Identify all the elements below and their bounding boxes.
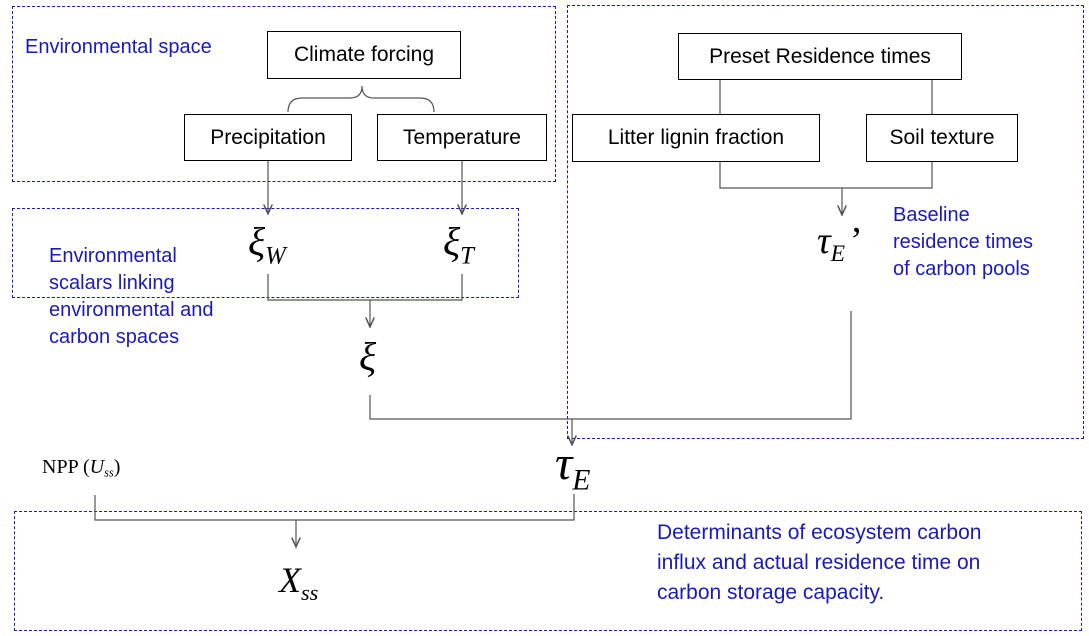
preset-residence-box: Preset Residence times bbox=[678, 33, 962, 80]
baseline-region bbox=[567, 5, 1084, 439]
xi-w-symbol: ξW bbox=[248, 219, 286, 270]
x-ss-symbol: Xss bbox=[279, 560, 319, 605]
temperature-box: Temperature bbox=[377, 114, 547, 161]
tau-e-symbol: τE bbox=[555, 437, 591, 497]
environmental-space-label: Environmental space bbox=[25, 36, 212, 58]
soil-texture-box: Soil texture bbox=[866, 114, 1018, 162]
scalars-label: Environmental scalars linking environmen… bbox=[49, 245, 214, 348]
xi-t-symbol: ξT bbox=[443, 219, 474, 270]
npp-symbol: NPP (Uss) bbox=[42, 456, 121, 480]
litter-lignin-box: Litter lignin fraction bbox=[572, 114, 820, 162]
tau-e-prime-symbol: τE’ bbox=[817, 220, 863, 268]
climate-forcing-box: Climate forcing bbox=[267, 31, 461, 79]
xi-tau-merge bbox=[369, 311, 852, 420]
environmental-space-region bbox=[12, 6, 556, 182]
litter-soil-merge bbox=[719, 162, 933, 189]
precipitation-box: Precipitation bbox=[184, 114, 352, 161]
climate-brace bbox=[287, 85, 435, 113]
xiw-xit-merge bbox=[267, 274, 463, 301]
npp-taue-merge bbox=[94, 494, 575, 521]
xi-symbol: ξ bbox=[359, 334, 377, 379]
determinants-region bbox=[14, 511, 1082, 631]
baseline-label: Baseline residence times of carbon pools bbox=[893, 204, 1034, 280]
determinants-label: Determinants of ecosystem carbon influx … bbox=[657, 521, 982, 604]
